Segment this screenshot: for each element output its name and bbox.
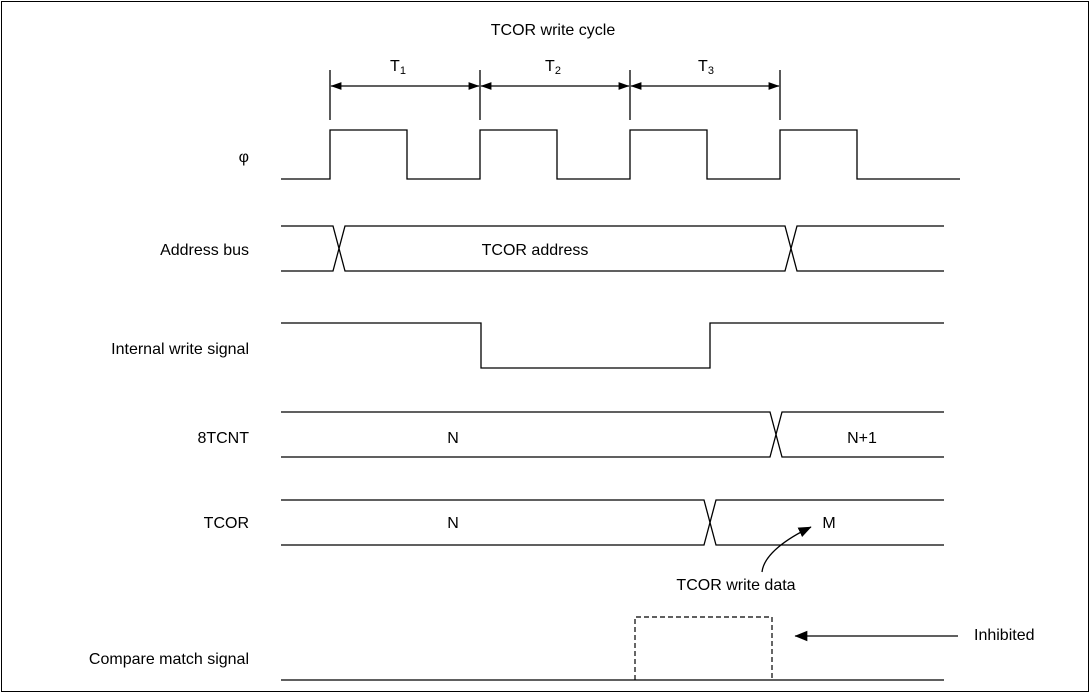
- period-label-t2: T2: [545, 58, 561, 77]
- tcor-value-after: M: [822, 515, 835, 532]
- write-data-annotation: TCOR write data: [676, 577, 795, 594]
- signal-label-compare-match: Compare match signal: [89, 651, 249, 668]
- inhibited-pulse: [634, 616, 773, 680]
- period-label-t3: T3: [698, 58, 714, 77]
- counter-waveform: [281, 411, 944, 458]
- period-markers: T1 T2 T3: [329, 58, 781, 120]
- signal-label-address-bus: Address bus: [160, 242, 249, 259]
- tcor-waveform: [281, 499, 944, 546]
- diagram-title: TCOR write cycle: [491, 22, 616, 39]
- signal-label-clock: φ: [239, 149, 249, 166]
- clock-waveform: [281, 129, 960, 180]
- write-signal-waveform: [281, 322, 944, 369]
- write-data-arrow: [761, 526, 812, 573]
- signal-label-counter: 8TCNT: [197, 430, 249, 447]
- address-bus-waveform: [281, 225, 944, 272]
- period-label-t1: T1: [390, 58, 406, 77]
- inhibited-annotation: Inhibited: [974, 627, 1035, 644]
- signal-label-write-signal: Internal write signal: [111, 341, 249, 358]
- address-bus-value: TCOR address: [482, 242, 589, 259]
- counter-value-before: N: [447, 430, 459, 447]
- tcor-value-before: N: [447, 515, 459, 532]
- signal-label-tcor: TCOR: [204, 515, 249, 532]
- counter-value-after: N+1: [847, 430, 877, 447]
